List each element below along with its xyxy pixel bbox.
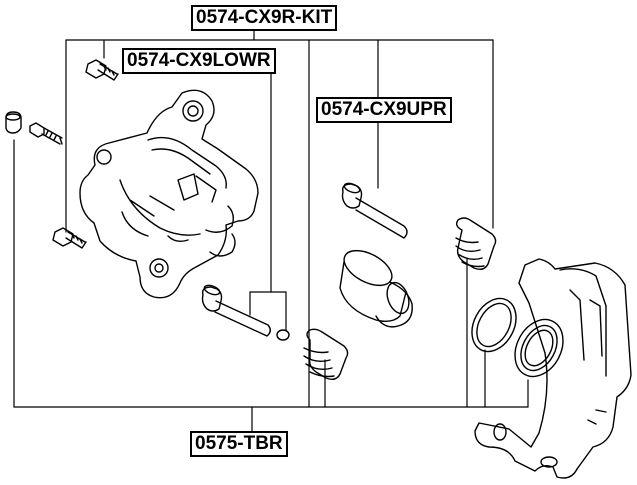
part-label-upper: 0574-CX9UPR [316,97,452,123]
bleeder-screw [5,111,63,145]
part-label-lower: 0574-CX9LOWR [122,48,276,74]
piston-seal [471,297,517,353]
caliper-bracket [474,258,632,479]
piston [339,249,413,328]
lower-pin-boot [303,328,349,381]
upper-pin-boot [455,217,497,271]
upper-guide-pin [341,182,408,239]
leader-lines [13,27,529,432]
piston-dust-boot [514,318,564,378]
caliper-body [79,89,259,299]
part-label-tbr: 0575-TBR [190,431,288,457]
lower-guide-pin [201,284,290,341]
lower-bolt [52,227,87,249]
part-label-kit: 0574-CX9R-KIT [191,5,338,31]
upper-bolt [85,59,119,81]
